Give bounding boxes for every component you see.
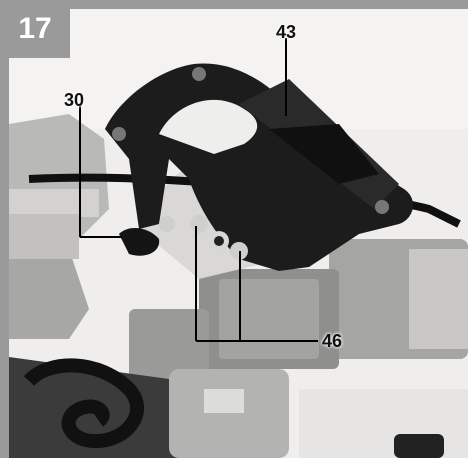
callout-46: 46 xyxy=(322,331,343,351)
product-photo xyxy=(9,9,468,458)
callout-43: 43 xyxy=(276,22,297,42)
callout-30: 30 xyxy=(64,90,85,110)
border-left xyxy=(0,0,9,458)
figure-number-badge: 17 xyxy=(0,0,70,58)
border-top xyxy=(0,0,468,9)
